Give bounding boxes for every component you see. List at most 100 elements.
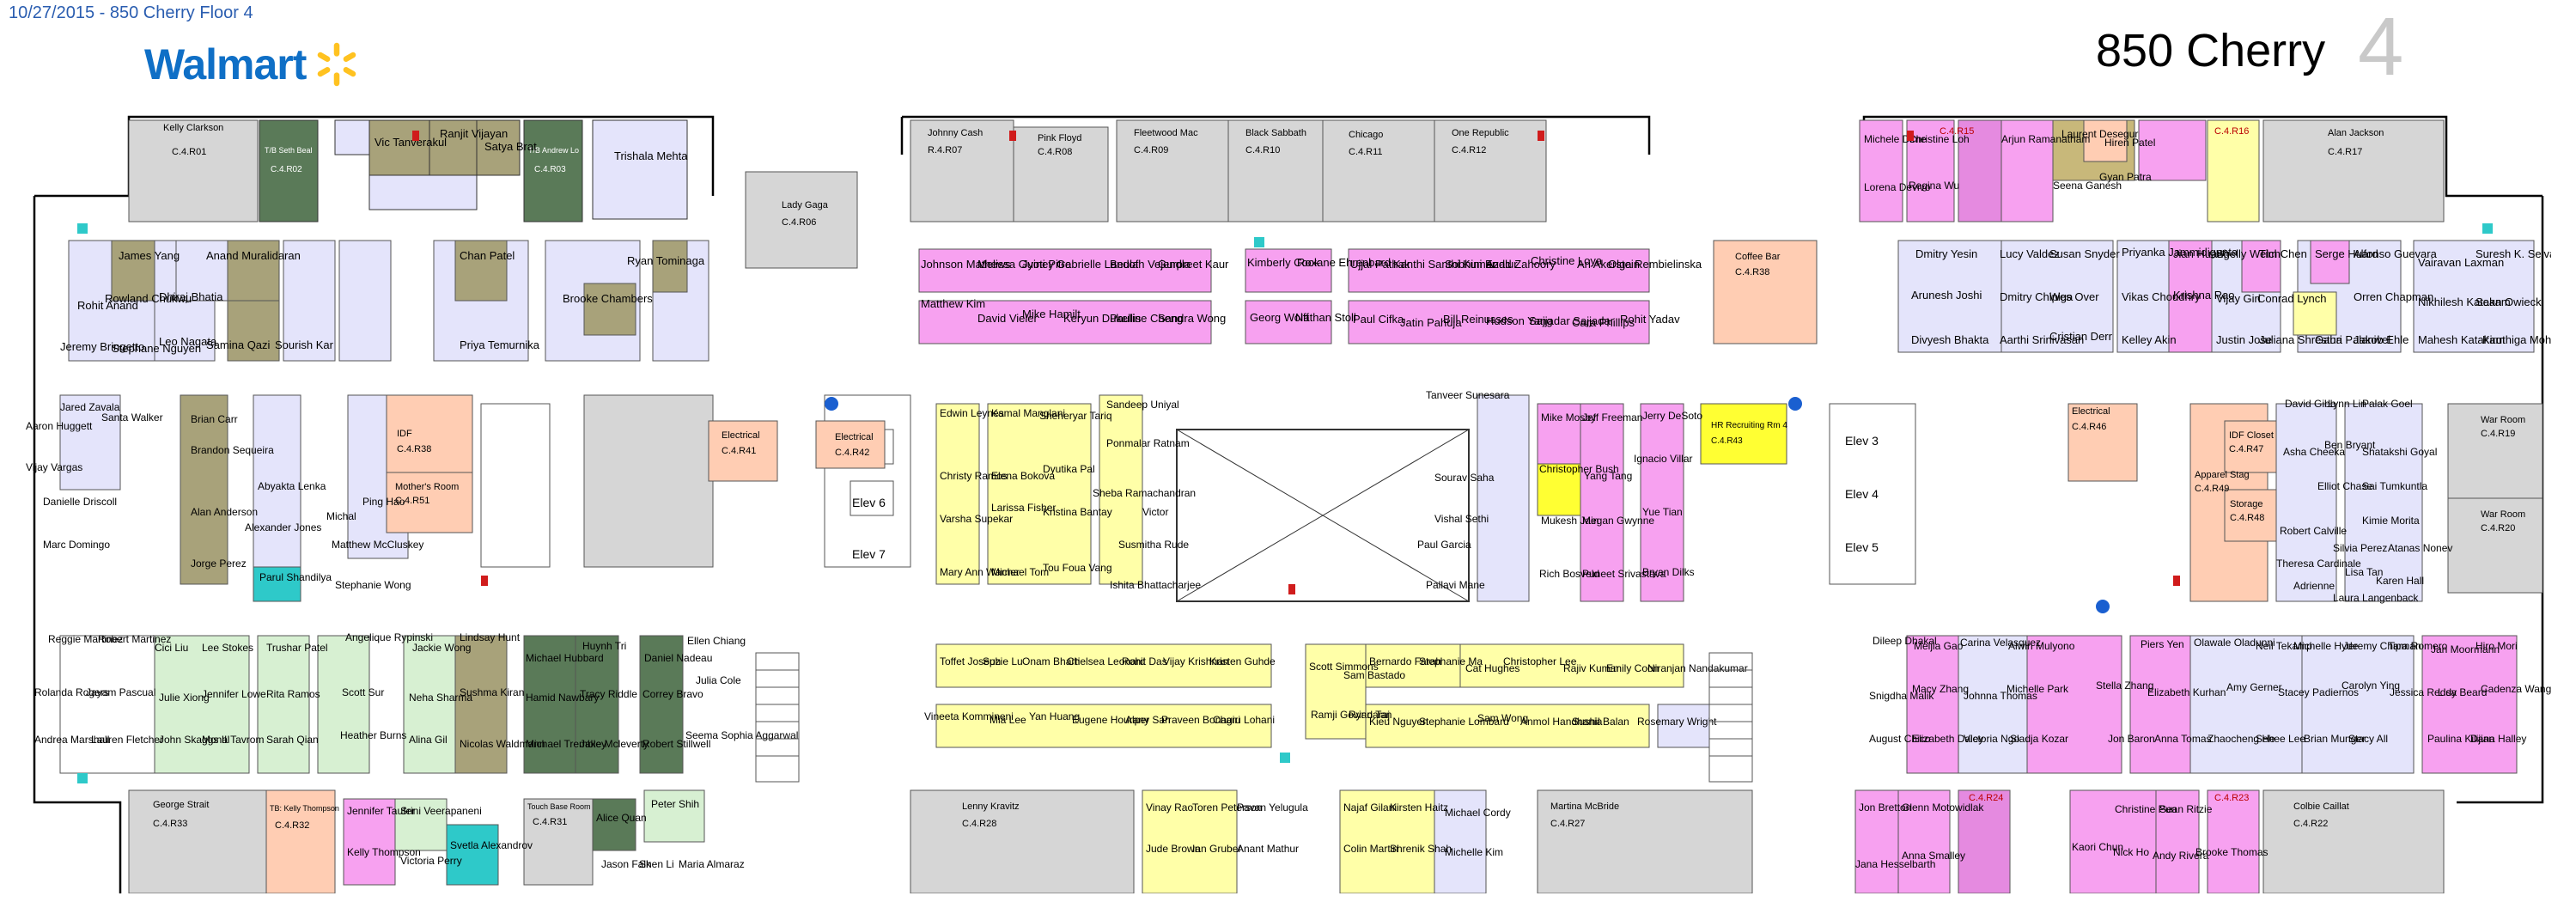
walmart-logo: Walmart <box>144 40 361 89</box>
person-name: Anna Smalley <box>1902 850 1965 862</box>
person-name: Mary Ann Warner <box>940 566 1020 578</box>
person-name: Praveen Bonagiri <box>1161 714 1240 726</box>
person-name: Elizabeth Daley <box>1912 733 1983 745</box>
person-name: Rajiv Kumar <box>1563 662 1619 674</box>
person-name: Nathan Stoll <box>1295 311 1356 324</box>
room-label: IDF <box>397 429 412 439</box>
person-name: Victor <box>1142 506 1168 518</box>
person-name: Vikas Choudhry <box>2122 290 2201 303</box>
person-name: Jerry DeSoto <box>1642 410 1702 422</box>
person-name: Danielle Driscoll <box>43 496 117 508</box>
person-name: Anant Mathur <box>1237 843 1299 855</box>
person-name: Matthew Kim <box>921 297 985 310</box>
atrium <box>1176 429 1470 602</box>
person-name: Keryun Dukellis <box>1063 312 1142 325</box>
person-name: Ranjit Vijayan <box>440 127 508 140</box>
person-name: Mukesh Jain <box>1541 515 1599 527</box>
person-name: Chelsea Leonard <box>1067 655 1145 667</box>
person-name: Aaron Huggett <box>26 420 93 432</box>
person-name: Pauline Cheng <box>1110 312 1183 325</box>
person-name: Atanas Nonev <box>2388 542 2452 554</box>
person-name: Kristen Guhde <box>1209 655 1276 667</box>
person-name: Bill Reinusses <box>1443 313 1513 326</box>
person-name: Bryan Dilks <box>1642 566 1695 578</box>
lower-center-names: Toffet Joseph Suzie Lu Onam Bharti Chels… <box>924 655 1748 728</box>
person-name: Christy Ramos <box>940 470 1008 482</box>
person-name: Alexander Jones <box>245 521 321 533</box>
person-name: Cristian Derr <box>2049 330 2113 343</box>
person-name: Dmitry Yesin <box>1915 247 1977 260</box>
person-name: Stella Zhang <box>2096 680 2153 692</box>
person-name: Matthew McCluskey <box>332 539 423 551</box>
person-name: Juliana Shrestha <box>2259 333 2343 346</box>
person-name: Andy Rivera <box>2153 850 2209 862</box>
person-name: Ponmalar Ratnam <box>1106 437 1190 449</box>
person-name: Carina Velasquez <box>1960 637 2041 649</box>
person-name: Olga Rembielinska <box>1608 258 1702 271</box>
person-name: Zhaocheng He <box>2208 733 2275 745</box>
person-name: Yan Huang <box>1029 710 1080 722</box>
person-name: Robert Stillwell <box>642 738 710 750</box>
lower-right-desks <box>1906 635 2518 774</box>
person-name: Kelly Thompson <box>347 846 421 858</box>
person-name: Sheheryar Tariq <box>1039 410 1112 422</box>
person-name: Hiro Mori <box>2476 640 2518 652</box>
person-name: Neil Tekamp <box>2256 640 2312 652</box>
room-code: C.4.R20 <box>2481 523 2515 533</box>
person-name: Priya Temurnika <box>460 338 540 351</box>
person-name: Sam Wong <box>1477 712 1528 724</box>
right-middle-rooms <box>2067 403 2543 602</box>
person-name: Ishita Bhattacharjee <box>1110 579 1201 591</box>
logo-text: Walmart <box>144 40 307 88</box>
room-code: C.4.R27 <box>1550 819 1585 829</box>
person-name: Christine Loya <box>1531 254 1603 267</box>
person-name: Correy Bravo <box>642 688 703 700</box>
person-name: Orren Chapman <box>2354 290 2433 303</box>
person-name: Scott Simmons <box>1309 661 1379 673</box>
person-name: Jon Bretton <box>1859 801 1911 814</box>
upper-right-names: Dmitry Yesin Arunesh Joshi Divyesh Bhakt… <box>1911 246 2551 346</box>
person-name: Jon Baron <box>2108 733 2155 745</box>
person-name: Adrienne <box>2293 580 2335 592</box>
person-name: Colin Martin <box>1343 843 1398 855</box>
person-name: Satya Brat <box>484 140 537 153</box>
person-name: Ben Bryant <box>2324 439 2376 451</box>
person-name: Karen Hall <box>2376 575 2424 587</box>
room-code: C.4.R03 <box>534 165 566 174</box>
person-name: Scott Sur <box>342 686 384 698</box>
person-name: Hamid Nawbary <box>526 692 599 704</box>
elevator-label: Elev 6 <box>852 496 886 509</box>
person-name: Andrea Marshall <box>34 734 109 746</box>
person-name: Ramji Govindaraj <box>1311 709 1390 721</box>
person-name: Macy Zhang <box>1912 683 1969 695</box>
person-name: Sheba Ramachandran <box>1093 487 1196 499</box>
person-name: Suresh K. Selvaraj <box>2476 247 2551 260</box>
person-name: Alice Quan <box>596 812 647 824</box>
person-name: Nicolas Waldmann <box>460 738 545 750</box>
person-name: Georg Wolff <box>1250 311 1309 324</box>
room-code: C.4.R49 <box>2195 484 2229 494</box>
elevator-label: Elev 4 <box>1845 487 1879 501</box>
building-title: 850 Cherry <box>2096 25 2326 76</box>
person-name: Rohit Das <box>1122 655 1167 667</box>
room-code: C.4.R31 <box>533 817 567 827</box>
room-label: War Room <box>2481 509 2525 520</box>
person-name: Sourav Saha <box>1434 472 1495 484</box>
person-name: Michelle Kim <box>1445 846 1503 858</box>
person-name: Sai Tumkuntla <box>2362 480 2427 492</box>
stair-icon <box>755 652 1753 783</box>
person-name: Nikhilesh Katakam <box>2418 296 2511 308</box>
person-name: Wes Over <box>2049 290 2099 303</box>
person-name: Jan Moormann <box>2431 643 2500 655</box>
person-name: Brooke Thomas <box>2195 846 2268 858</box>
center-names: Edwin Leynes Kamal Manglani Sheheryar Ta… <box>940 389 1879 591</box>
room-label: TB: Kelly Thompson <box>270 804 339 813</box>
person-name: Priyanka Jammidigunta <box>2122 246 2238 259</box>
person-name: Michael Trembley <box>526 738 606 750</box>
person-name: Jessica Reddy <box>2390 686 2457 698</box>
room-code: C.4.R43 <box>1711 436 1743 446</box>
person-name: Sobhini Endlur <box>1445 258 1518 271</box>
person-name: Christine Loh <box>1909 133 1970 145</box>
person-name: Jana Hesselbarth <box>1855 858 1935 870</box>
person-name: Christopher Bush <box>1539 463 1619 475</box>
